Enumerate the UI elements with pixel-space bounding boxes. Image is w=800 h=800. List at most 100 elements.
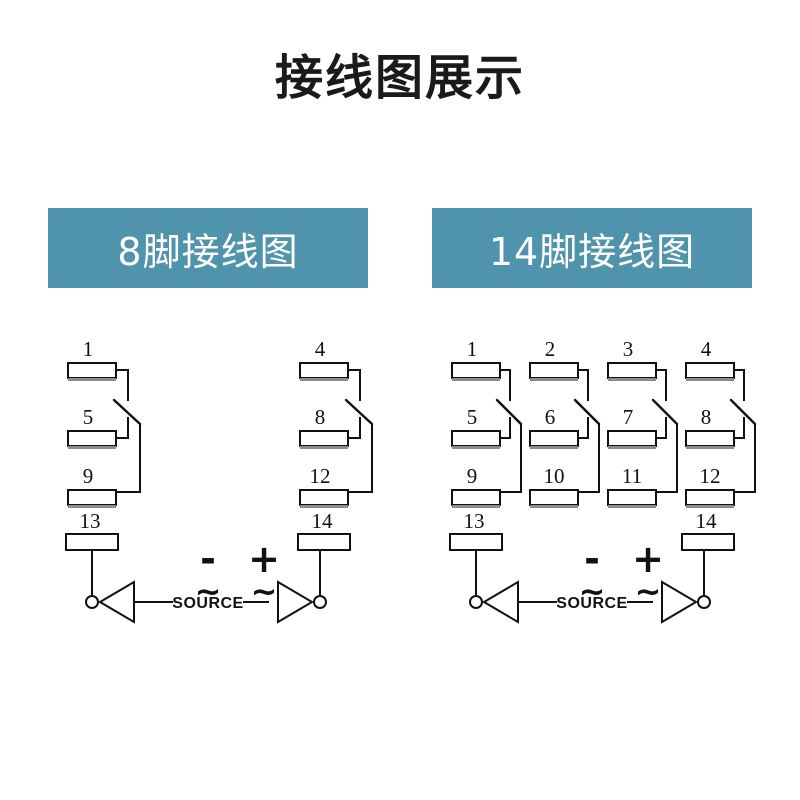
pin-label-14: 14	[312, 509, 334, 533]
pin-label-14p-11: 11	[622, 464, 642, 488]
coil-source-eight-pin: 13 - ~ SOURCE + ~ 14	[65, 509, 351, 624]
wire-from-8	[347, 417, 361, 439]
terminal-shadow-14p-6	[530, 446, 578, 449]
pin-label-4: 4	[315, 337, 326, 361]
source-label-fourteen-pin: SOURCE	[556, 595, 627, 612]
coil-source-fourteen-pin: 13 - ~ SOURCE + ~ 14	[449, 509, 735, 624]
pin-label-14p-9: 9	[467, 464, 478, 488]
polarity-positive: +	[248, 537, 280, 581]
terminal-shadow-14p-12	[686, 505, 734, 508]
terminal-block-5	[67, 430, 117, 447]
diagram-fourteen-pin: 1 5 9 2	[449, 337, 757, 624]
pin-label-14p-10: 10	[544, 464, 565, 488]
terminal-block-14p-5	[451, 430, 501, 447]
terminal-shadow-14p-9	[452, 505, 500, 508]
terminal-shadow-5	[68, 446, 116, 449]
terminal-block-14p-11	[607, 489, 657, 506]
terminal-block-14p-13	[449, 533, 503, 551]
source-label-eight-pin: SOURCE	[172, 595, 243, 612]
source-arrow-right-14p	[661, 580, 698, 624]
pin-label-1: 1	[83, 337, 94, 361]
terminal-shadow-8	[300, 446, 348, 449]
wire-from-14p-1	[499, 369, 511, 401]
source-node-left-14p	[469, 595, 483, 609]
contact-blade-14p-d	[729, 398, 757, 426]
contact-group-14-3-7-11: 3 7 11	[607, 337, 679, 508]
wire-from-14p-4	[733, 369, 745, 401]
wire-from-14p-5	[499, 417, 511, 439]
pin-label-14p-8: 8	[701, 405, 712, 429]
wire-from-1	[115, 369, 129, 401]
polarity-positive-14p: +	[632, 537, 664, 581]
pin-label-14p-2: 2	[545, 337, 556, 361]
panel-banner-fourteen-pin: 14脚接线图	[432, 208, 752, 288]
polarity-negative-14p: -	[584, 537, 600, 581]
terminal-block-9	[67, 489, 117, 506]
pin-label-14p-3: 3	[623, 337, 634, 361]
contact-blade-14p-c	[651, 398, 679, 426]
wire-from-14p-3	[655, 369, 667, 401]
terminal-block-8	[299, 430, 349, 447]
ac-symbol-left: ~	[195, 572, 222, 610]
terminal-shadow-14p-10	[530, 505, 578, 508]
terminal-block-14p-10	[529, 489, 579, 506]
ac-symbol-right-14p: ~	[635, 572, 662, 610]
pin-label-5: 5	[83, 405, 94, 429]
pin-label-14p-13: 13	[464, 509, 485, 533]
page-title: 接线图展示	[274, 50, 525, 106]
contact-group-14-1-5-9: 1 5 9	[451, 337, 523, 508]
panel-banner-eight-pin: 8脚接线图	[48, 208, 368, 288]
terminal-block-14p-7	[607, 430, 657, 447]
pin-label-8: 8	[315, 405, 326, 429]
panel-fourteen-pin: 14脚接线图	[432, 208, 752, 288]
terminal-shadow-14p-8	[686, 446, 734, 449]
source-arrow-left	[98, 580, 135, 624]
terminal-shadow-14p-7	[608, 446, 656, 449]
pin-label-12: 12	[310, 464, 331, 488]
wire-from-14p-8	[733, 417, 745, 439]
source-node-left	[85, 595, 99, 609]
pin-label-14p-12: 12	[700, 464, 721, 488]
terminal-shadow-12	[300, 505, 348, 508]
pin-label-14p-7: 7	[623, 405, 634, 429]
contact-blade-14p-b	[573, 398, 601, 426]
pin-label-14p-6: 6	[545, 405, 556, 429]
contact-group-14-2-6-10: 2 6 10	[529, 337, 601, 508]
terminal-block-14p-9	[451, 489, 501, 506]
pin-label-14p-4: 4	[701, 337, 712, 361]
terminal-shadow-14p-1	[452, 378, 500, 381]
terminal-block-14p-1	[451, 362, 501, 379]
wire-from-14p-2	[577, 369, 589, 401]
terminal-shadow-14p-11	[608, 505, 656, 508]
terminal-block-14p-3	[607, 362, 657, 379]
source-node-right-14p	[697, 595, 711, 609]
terminal-block-14p-14	[681, 533, 735, 551]
terminal-block-14p-4	[685, 362, 735, 379]
contact-blade-a	[112, 398, 142, 426]
contact-group-4-8-12: 4 8 12	[299, 337, 374, 508]
terminal-shadow-9	[68, 505, 116, 508]
terminal-shadow-4	[300, 378, 348, 381]
terminal-block-14	[297, 533, 351, 551]
terminal-block-14p-2	[529, 362, 579, 379]
terminal-shadow-1	[68, 378, 116, 381]
pin-label-14p-1: 1	[467, 337, 478, 361]
contact-blade-b	[344, 398, 374, 426]
wire-from-5	[115, 417, 129, 439]
pin-label-13: 13	[80, 509, 101, 533]
terminal-block-1	[67, 362, 117, 379]
pin-label-14p-5: 5	[467, 405, 478, 429]
contact-group-14-4-8-12: 4 8 12	[685, 337, 757, 508]
terminal-block-4	[299, 362, 349, 379]
wire-from-14p-7	[655, 417, 667, 439]
source-node-right	[313, 595, 327, 609]
contact-blade-14p-a	[495, 398, 523, 426]
terminal-block-12	[299, 489, 349, 506]
source-arrow-right	[277, 580, 314, 624]
wire-from-14p-6	[577, 417, 589, 439]
source-arrow-left-14p	[482, 580, 519, 624]
terminal-block-14p-8	[685, 430, 735, 447]
